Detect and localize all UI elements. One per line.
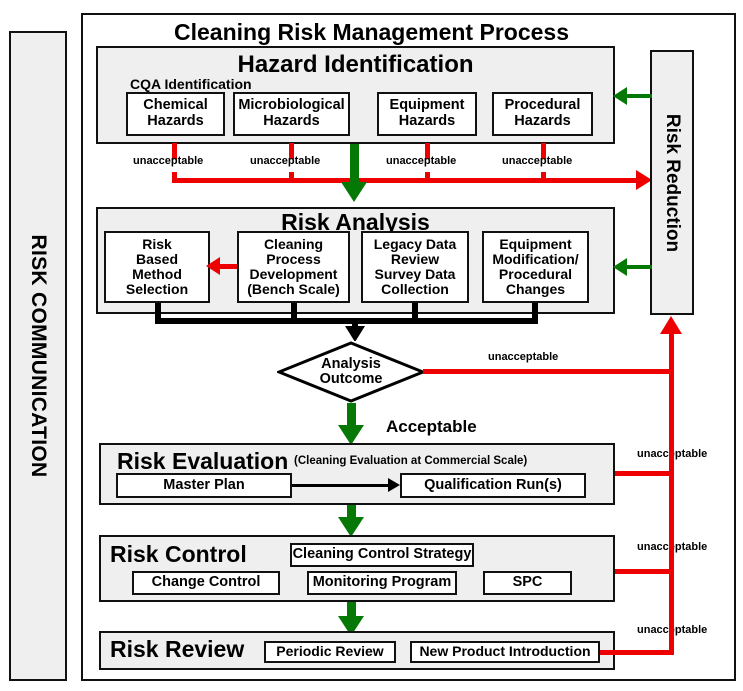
review-reject-line: [600, 650, 674, 655]
hazard-box-equipment[interactable]: Equipment Hazards: [377, 92, 477, 136]
hazard-box-chemical-label: Chemical Hazards: [143, 97, 208, 129]
evaluation-box-master-plan-label: Master Plan: [163, 476, 245, 493]
reduction-feedback-line-analysis: [626, 265, 652, 269]
decision-reject-line: [423, 369, 673, 374]
reject-drop-chemical: [172, 172, 177, 183]
hazard-reject-bus: [172, 178, 639, 183]
analysis-stub-2: [291, 303, 297, 323]
analysis-box-risk-based-method[interactable]: Risk Based Method Selection: [104, 231, 210, 303]
analysis-internal-red-arrowhead: [206, 257, 220, 275]
review-box-periodic-review[interactable]: Periodic Review: [264, 641, 396, 663]
analysis-outcome-label: Analysis Outcome: [277, 341, 425, 403]
analysis-bus-drop: [352, 318, 358, 328]
analysis-box-risk-based-method-label: Risk Based Method Selection: [125, 235, 189, 298]
control-box-change-control[interactable]: Change Control: [132, 571, 280, 595]
risk-evaluation-subtitle: (Cleaning Evaluation at Commercial Scale…: [294, 455, 528, 467]
review-box-new-product-introduction-label: New Product Introduction: [419, 643, 591, 660]
analysis-box-legacy-data-label: Legacy Data Review Survey Data Collectio…: [373, 235, 457, 298]
hazard-reject-arrowhead: [636, 170, 652, 190]
reject-riser-arrowhead: [660, 316, 682, 334]
reduction-feedback-arrow-hazard: [613, 87, 627, 105]
analysis-box-equipment-modification-label: Equipment Modification/ Procedural Chang…: [492, 235, 579, 298]
analysis-box-cleaning-process-label: Cleaning Process Development (Bench Scal…: [247, 235, 340, 298]
reject-drop-microbiological: [289, 172, 294, 183]
risk-analysis-title: Risk Analysis: [281, 209, 430, 235]
hazard-box-microbiological[interactable]: Microbiological Hazards: [233, 92, 350, 136]
evaluation-box-master-plan[interactable]: Master Plan: [116, 473, 292, 498]
reduction-feedback-line-hazard: [626, 94, 652, 98]
reject-stub-microbiological: [289, 143, 294, 159]
acceptable-label: Acceptable: [386, 417, 477, 436]
hazard-box-procedural[interactable]: Procedural Hazards: [492, 92, 593, 136]
accept-arrow-evaluation-to-control: [338, 517, 364, 537]
evaluation-box-qualification-runs-label: Qualification Run(s): [424, 476, 562, 493]
control-box-monitoring-program-label: Monitoring Program: [312, 574, 452, 591]
accept-flow-hazard-to-analysis: [350, 144, 359, 184]
reject-label-chemical: unacceptable: [133, 155, 204, 167]
risk-reduction-label: Risk Reduction: [662, 113, 683, 252]
analysis-outcome-line2: Outcome: [319, 371, 383, 387]
reject-stub-chemical: [172, 143, 177, 159]
control-box-cleaning-strategy-label: Cleaning Control Strategy: [292, 546, 472, 563]
hazard-box-equipment-label: Equipment Hazards: [389, 97, 465, 129]
reject-label-procedural: unacceptable: [502, 155, 573, 167]
reduction-feedback-arrow-analysis: [613, 258, 627, 276]
risk-control-title: Risk Control: [110, 541, 247, 567]
analysis-stub-1: [155, 303, 161, 323]
review-box-new-product-introduction[interactable]: New Product Introduction: [410, 641, 600, 663]
reject-drop-procedural: [541, 172, 546, 183]
diagram-title: Cleaning Risk Management Process: [174, 19, 569, 45]
control-box-spc[interactable]: SPC: [483, 571, 572, 595]
control-box-cleaning-strategy[interactable]: Cleaning Control Strategy: [290, 543, 474, 567]
accept-flow-control-to-review: [347, 602, 356, 620]
analysis-outcome-decision[interactable]: Analysis Outcome: [277, 341, 425, 403]
reject-label-equipment: unacceptable: [386, 155, 457, 167]
risk-reduction-column: Risk Reduction: [650, 50, 694, 315]
evaluation-box-qualification-runs[interactable]: Qualification Run(s): [400, 473, 586, 498]
accept-flow-decision-to-evaluation: [347, 403, 356, 429]
risk-review-title: Risk Review: [110, 636, 245, 662]
evaluation-internal-arrow-line: [292, 484, 389, 487]
analysis-box-equipment-modification[interactable]: Equipment Modification/ Procedural Chang…: [482, 231, 589, 303]
hazard-box-procedural-label: Procedural Hazards: [504, 97, 581, 129]
evaluation-internal-arrowhead: [388, 478, 400, 492]
reject-stub-equipment: [425, 143, 430, 159]
review-box-periodic-review-label: Periodic Review: [276, 643, 384, 660]
reject-stub-procedural: [541, 143, 546, 159]
risk-communication-column: RISK COMMUNICATION: [9, 31, 67, 681]
decision-reject-label: unacceptable: [488, 351, 559, 363]
analysis-bus: [155, 318, 538, 324]
main-process-frame: [81, 13, 736, 681]
evaluation-reject-line: [615, 471, 674, 476]
hazard-box-chemical[interactable]: Chemical Hazards: [126, 92, 225, 136]
risk-evaluation-title: Risk Evaluation: [117, 448, 289, 474]
analysis-box-cleaning-process[interactable]: Cleaning Process Development (Bench Scal…: [237, 231, 350, 303]
reject-riser-vertical: [669, 334, 674, 655]
hazard-cqa-subtitle: CQA Identification: [130, 76, 252, 92]
reject-drop-equipment: [425, 172, 430, 183]
risk-communication-label: RISK COMMUNICATION: [27, 234, 50, 478]
control-reject-line: [615, 569, 674, 574]
analysis-outcome-line1: Analysis: [321, 355, 381, 372]
accept-arrow-decision-to-evaluation: [338, 425, 364, 445]
analysis-stub-3: [412, 303, 418, 323]
accept-arrow-hazard-to-analysis: [341, 182, 367, 202]
control-box-spc-label: SPC: [512, 574, 543, 591]
analysis-to-decision-arrow: [345, 326, 365, 342]
analysis-box-legacy-data[interactable]: Legacy Data Review Survey Data Collectio…: [361, 231, 469, 303]
control-box-change-control-label: Change Control: [151, 574, 261, 591]
analysis-internal-red-line: [219, 264, 237, 269]
reject-label-microbiological: unacceptable: [250, 155, 321, 167]
hazard-box-microbiological-label: Microbiological Hazards: [238, 97, 345, 129]
control-box-monitoring-program[interactable]: Monitoring Program: [307, 571, 457, 595]
analysis-stub-4: [532, 303, 538, 323]
hazard-identification-title: Hazard Identification: [237, 51, 474, 78]
accept-flow-evaluation-to-control: [347, 505, 356, 521]
